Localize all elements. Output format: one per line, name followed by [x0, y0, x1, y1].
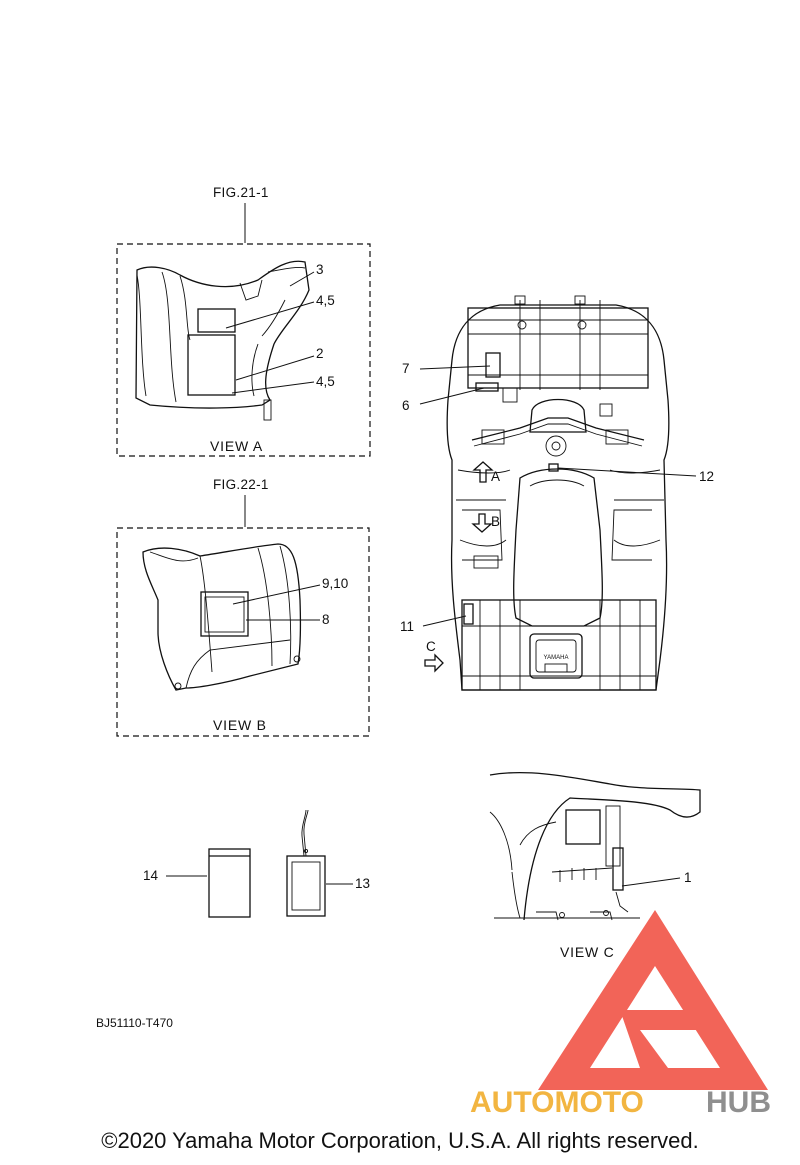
- watermark-triangle-logo: [538, 910, 768, 1090]
- drawing-code: BJ51110-T470: [96, 1016, 173, 1030]
- front-rack: [467, 307, 649, 389]
- callout-3[interactable]: 3: [316, 262, 324, 277]
- label-11-sticker: [463, 603, 474, 625]
- seat: [513, 468, 603, 627]
- label-1-sticker: [612, 847, 624, 891]
- label-sticker-front-outer: [200, 591, 249, 637]
- callout-11[interactable]: 11: [400, 619, 414, 634]
- label-caution-small: [197, 308, 236, 333]
- callout-13[interactable]: 13: [355, 876, 370, 891]
- label-7-sticker: [485, 352, 501, 378]
- direction-label-a: A: [491, 469, 500, 484]
- view-c-group: 1 VIEW C: [489, 771, 701, 960]
- callout-8[interactable]: 8: [322, 612, 330, 627]
- callout-7[interactable]: 7: [402, 361, 410, 376]
- view-c-title: VIEW C: [560, 944, 615, 960]
- label-warning-large: [187, 334, 236, 396]
- part-13-hang-tag: [286, 855, 326, 917]
- direction-arrow-b: [471, 513, 493, 533]
- view-b-title: VIEW B: [213, 717, 267, 733]
- view-a-title: VIEW A: [210, 438, 263, 454]
- rear-fender-drawing: [135, 260, 310, 421]
- rear-rack: [461, 599, 657, 691]
- view-c-drawing: [489, 771, 701, 921]
- watermark-text-hub: HUB: [706, 1086, 771, 1119]
- view-b-frame: [116, 527, 370, 737]
- callout-12[interactable]: 12: [699, 469, 714, 484]
- callout-4-5-top[interactable]: 4,5: [316, 293, 335, 308]
- automotohub-watermark: AUTOMOTO HUB: [470, 910, 771, 1119]
- direction-arrow-c: [424, 653, 444, 673]
- view-b-group: FIG.22-1 9,10 8 VIEW B: [116, 477, 370, 737]
- callout-1[interactable]: 1: [684, 870, 692, 885]
- callout-4-5-bottom[interactable]: 4,5: [316, 374, 335, 389]
- fig-ref-view-b[interactable]: FIG.22-1: [213, 477, 269, 492]
- part-14-booklet: [208, 848, 251, 918]
- callout-9-10[interactable]: 9,10: [322, 576, 348, 591]
- fuel-cap: [545, 435, 567, 457]
- view-a-frame: [116, 243, 371, 457]
- direction-arrow-a: [472, 461, 494, 483]
- fig-ref-view-a[interactable]: FIG.21-1: [213, 185, 269, 200]
- copyright-notice: ©2020 Yamaha Motor Corporation, U.S.A. A…: [101, 1128, 699, 1153]
- label-12-sticker: [548, 463, 559, 472]
- label-sticker-front-inner: [204, 596, 245, 633]
- callout-6[interactable]: 6: [402, 398, 410, 413]
- yamaha-emblem: YAMAHA: [544, 655, 569, 661]
- watermark-text-automoto: AUTOMOTO: [470, 1086, 644, 1119]
- front-fender-drawing: [142, 543, 302, 691]
- loose-labels-group: 14 13: [143, 809, 370, 918]
- label-6-sticker: [475, 382, 499, 392]
- view-a-group: FIG.21-1 3 4,5 2 4,5 VIEW A: [116, 185, 371, 457]
- direction-label-b: B: [491, 514, 500, 529]
- callout-2[interactable]: 2: [316, 346, 324, 361]
- atv-top-view-drawing: YAMAHA: [446, 295, 670, 691]
- handlebar: [471, 417, 645, 441]
- direction-label-c: C: [426, 639, 436, 654]
- callout-14[interactable]: 14: [143, 868, 159, 883]
- atv-top-view-group: YAMAHA A B C 7 6 12 11: [400, 295, 714, 691]
